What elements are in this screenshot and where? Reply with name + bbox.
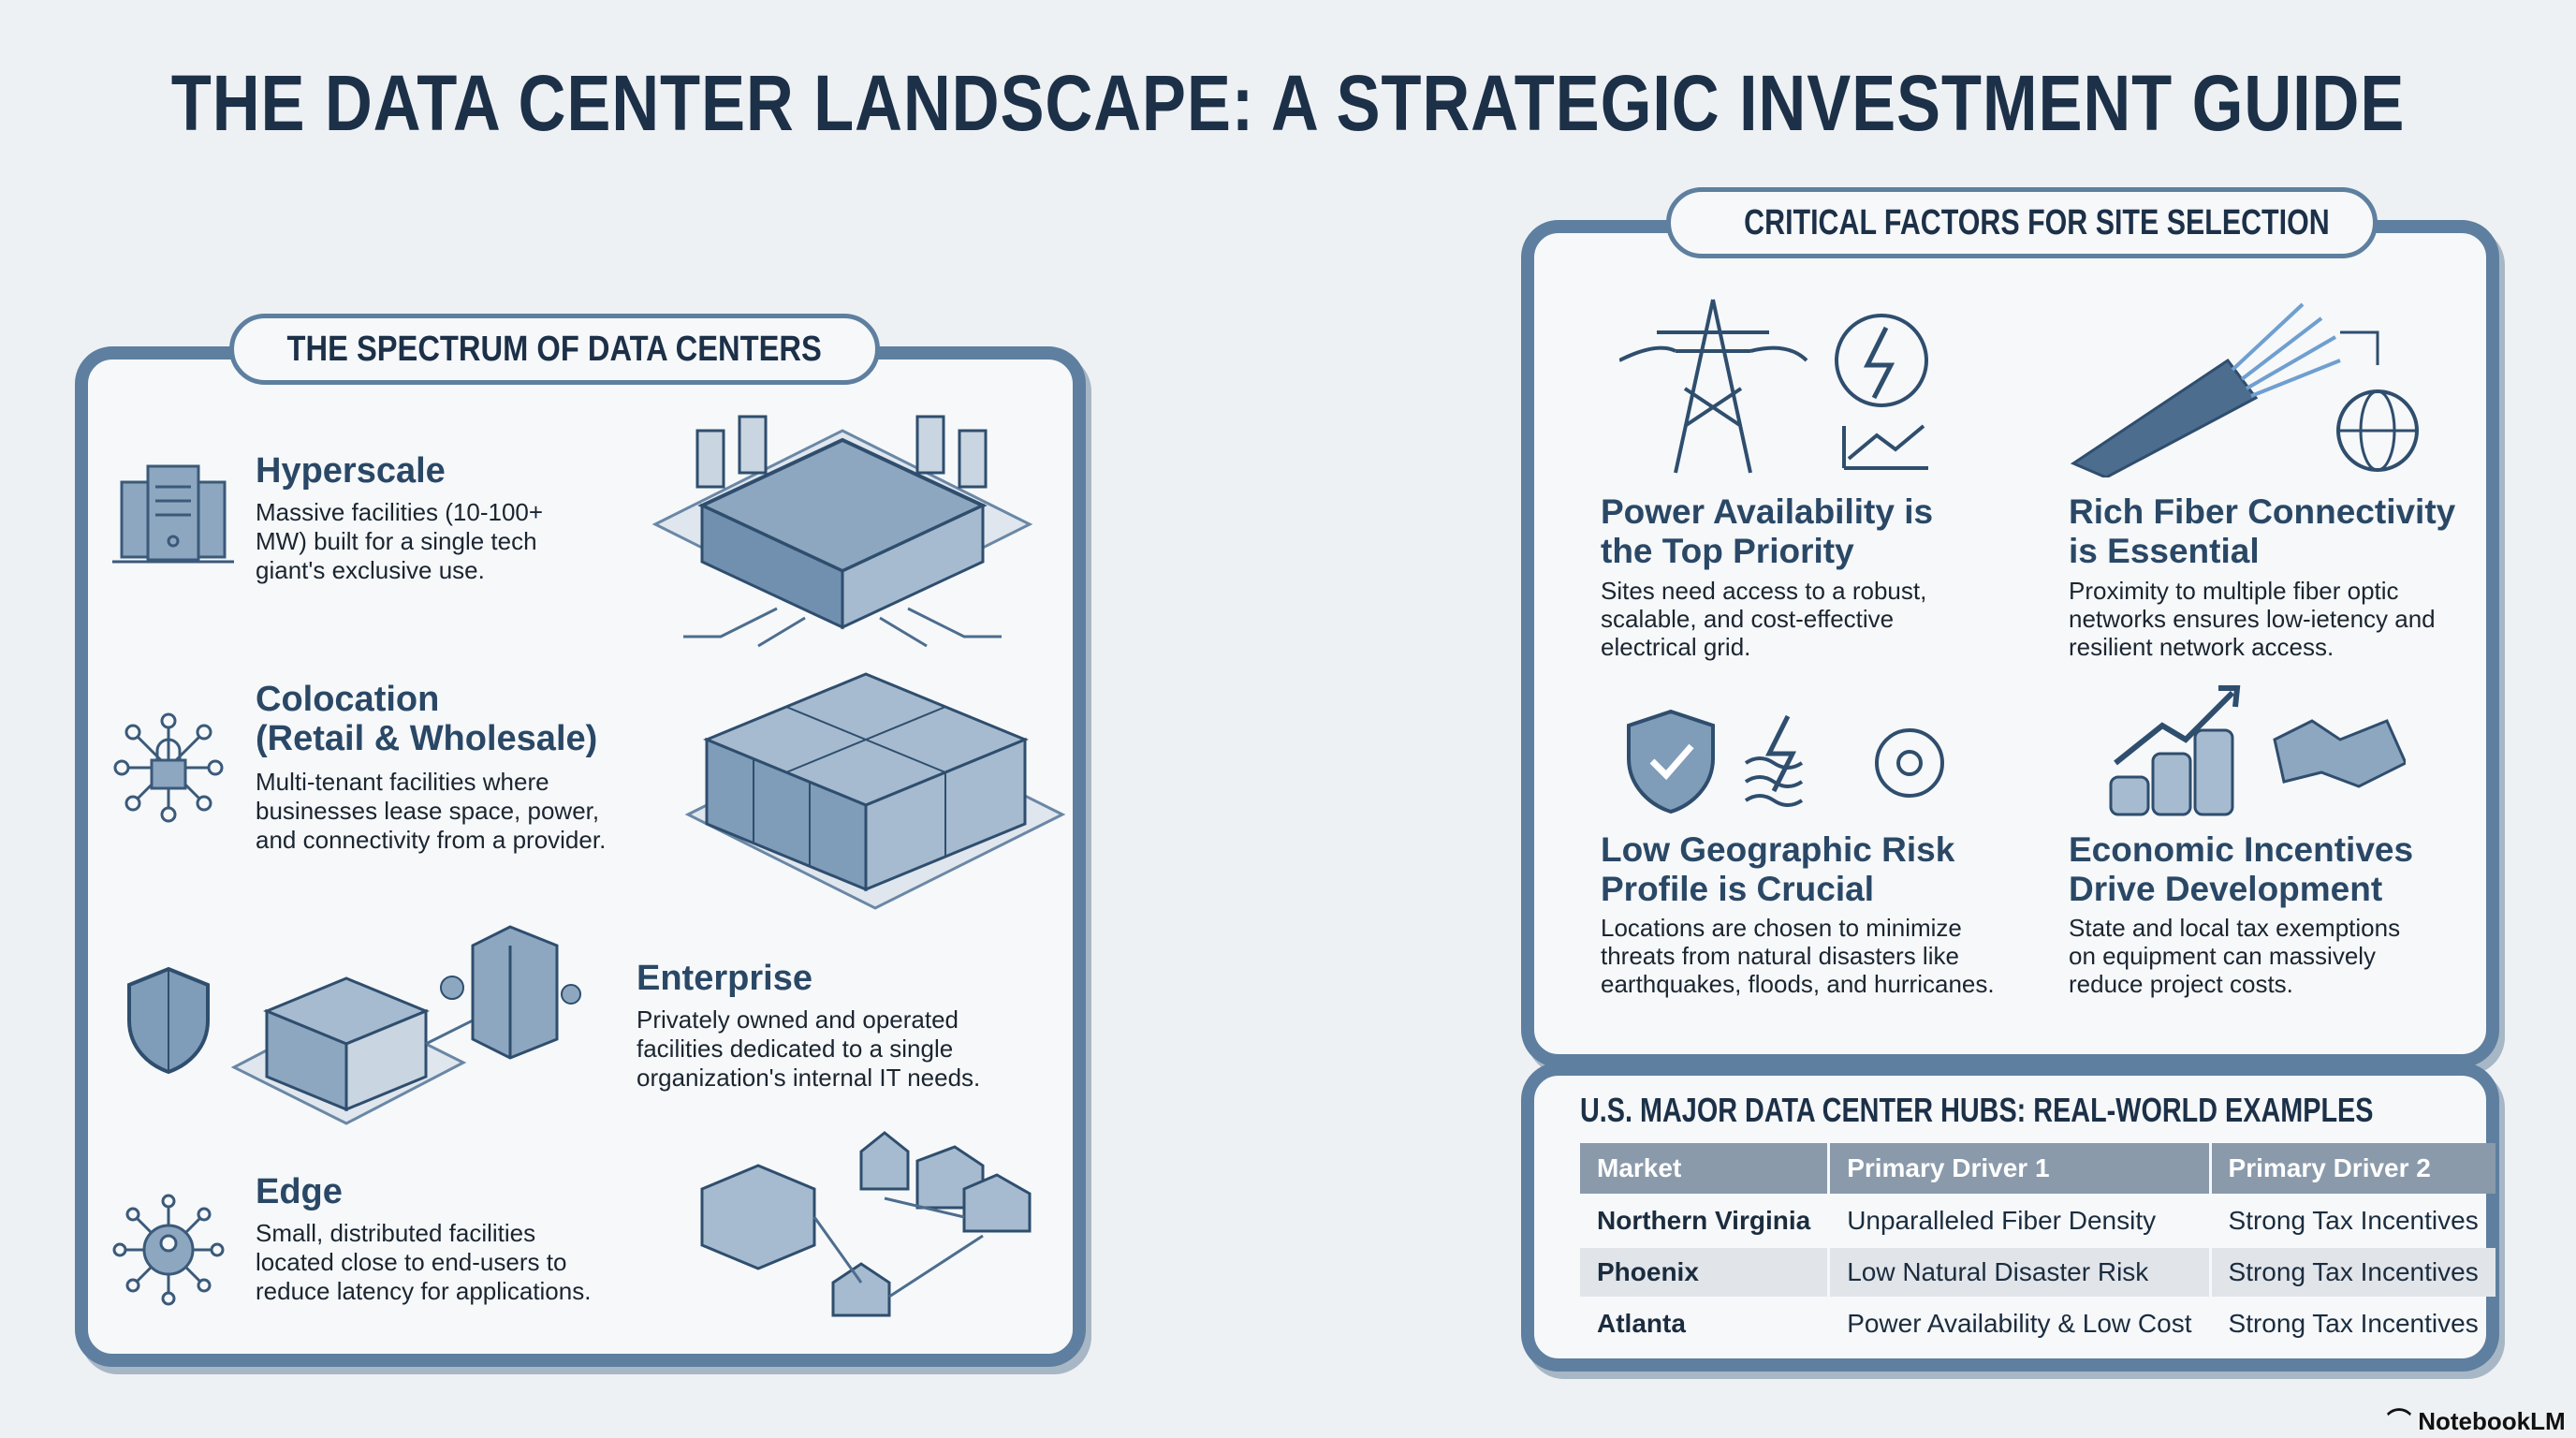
spectrum-heading: THE SPECTRUM OF DATA CENTERS [286, 330, 823, 369]
table-header-row: Market Primary Driver 1 Primary Driver 2 [1580, 1143, 2496, 1194]
driver2-cell: Strong Tax Incentives [2211, 1248, 2496, 1297]
column-header-driver1: Primary Driver 1 [1830, 1143, 2209, 1194]
power-desc: Sites need access to a robust,scalable, … [1601, 577, 1927, 661]
hyperscale-title: Hyperscale [256, 451, 446, 491]
hyperscale-building-illustration [651, 415, 1033, 648]
column-header-market: Market [1580, 1143, 1828, 1194]
column-header-driver2: Primary Driver 2 [2211, 1143, 2496, 1194]
market-cell: Phoenix [1580, 1248, 1828, 1297]
driver1-cell: Low Natural Disaster Risk [1830, 1248, 2209, 1297]
market-cell: Atlanta [1597, 1309, 1686, 1338]
server-icon [112, 464, 234, 564]
table-row: Northern Virginia Unparalleled Fiber Dens… [1580, 1196, 2496, 1245]
hyperscale-desc: Massive facilities (10-100+MW) built for… [256, 498, 544, 584]
hubs-table: Market Primary Driver 1 Primary Driver 2… [1577, 1140, 2498, 1351]
market-cell: Northern Virginia [1597, 1206, 1811, 1235]
driver2-cell: Strong Tax Incentives [2228, 1206, 2479, 1235]
notebooklm-branding: ⌒ NotebookLM [2387, 1407, 2566, 1435]
table-row: Atlanta Power Availability & Low Cost Stro… [1580, 1299, 2496, 1348]
spectrum-heading-pill: THE SPECTRUM OF DATA CENTERS [229, 314, 880, 385]
coins-growth-icon [2109, 685, 2406, 816]
shield-icon [127, 966, 210, 1075]
network-lock-icon [113, 712, 224, 823]
enterprise-title: Enterprise [637, 959, 812, 998]
colocation-cages-illustration [684, 672, 1066, 910]
hubs-heading: U.S. MAJOR DATA CENTER HUBS: REAL-WORLD … [1580, 1091, 2374, 1129]
hubs-panel [1521, 1063, 2499, 1372]
power-tower-icon [1619, 299, 1928, 474]
driver1-cell: Unparalleled Fiber Density [1847, 1206, 2157, 1235]
shield-check-icon [1627, 709, 1944, 814]
driver2-cell: Strong Tax Incentives [2228, 1309, 2479, 1338]
user-network-icon [112, 1194, 225, 1306]
factors-heading: CRITICAL FACTORS FOR SITE SELECTION [1744, 203, 2330, 242]
colocation-title: Colocation(Retail & Wholesale) [256, 680, 598, 758]
fiber-cable-icon [2070, 302, 2419, 477]
page-title: THE DATA CENTER LANDSCAPE: A STRATEGIC I… [170, 59, 2406, 147]
edge-neighborhood-illustration [700, 1131, 1032, 1317]
notebooklm-logo-icon: ⌒ [2387, 1407, 2419, 1435]
driver1-cell: Power Availability & Low Cost [1847, 1309, 2192, 1338]
enterprise-buildings-illustration [230, 925, 581, 1125]
edge-title: Edge [256, 1172, 343, 1211]
factors-heading-pill: CRITICAL FACTORS FOR SITE SELECTION [1666, 187, 2378, 258]
